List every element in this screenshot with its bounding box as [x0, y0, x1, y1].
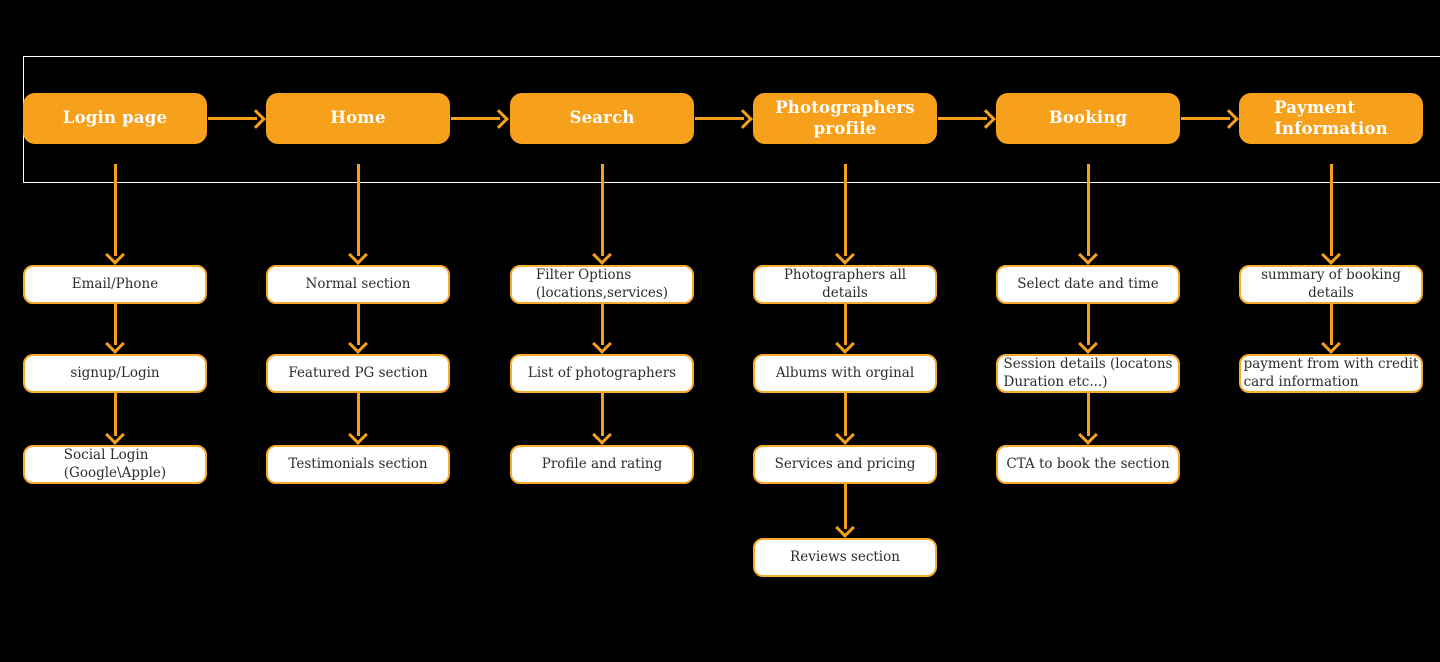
node-photographers-all-details[interactable]: Photographers all details	[753, 265, 937, 304]
arrow-signup-login-to-social-login	[113, 393, 117, 436]
node-payment-information[interactable]: Payment Information	[1239, 93, 1423, 144]
node-photographers-profile[interactable]: Photographers profile	[753, 93, 937, 144]
arrow-photographers-profile-to-booking	[938, 117, 987, 120]
node-email-phone[interactable]: Email/Phone	[23, 265, 207, 304]
arrow-home-to-search	[451, 117, 500, 120]
arrow-normal-to-featured-pg	[356, 304, 360, 345]
arrow-profile-to-all-details	[843, 164, 847, 256]
node-home[interactable]: Home	[266, 93, 450, 144]
arrow-booking-to-select-date-time	[1086, 164, 1090, 256]
node-session-details[interactable]: Session details (locatons Duration etc..…	[996, 354, 1180, 393]
arrow-login-to-home	[208, 117, 257, 120]
arrow-session-details-to-cta	[1086, 393, 1090, 436]
node-search[interactable]: Search	[510, 93, 694, 144]
node-services-and-pricing[interactable]: Services and pricing	[753, 445, 937, 484]
arrow-booking-to-payment-information	[1181, 117, 1230, 120]
arrow-summary-to-payment-form	[1329, 304, 1333, 345]
arrow-search-to-photographers-profile	[695, 117, 744, 120]
node-profile-and-rating[interactable]: Profile and rating	[510, 445, 694, 484]
node-social-login[interactable]: Social Login (Google\Apple)	[23, 445, 207, 484]
arrow-home-to-normal-section	[356, 164, 360, 256]
arrow-payment-info-to-summary	[1329, 164, 1333, 256]
node-login-page[interactable]: Login page	[23, 93, 207, 144]
arrow-list-to-profile-rating	[600, 393, 604, 436]
arrow-login-to-email-phone	[113, 164, 117, 256]
arrow-featured-pg-to-testimonials	[356, 393, 360, 436]
node-filter-options[interactable]: Filter Options (locations,services)	[510, 265, 694, 304]
arrow-services-pricing-to-reviews	[843, 484, 847, 529]
node-summary-booking-details[interactable]: summary of booking details	[1239, 265, 1423, 304]
node-signup-login[interactable]: signup/Login	[23, 354, 207, 393]
arrow-email-phone-to-signup-login	[113, 304, 117, 345]
node-booking[interactable]: Booking	[996, 93, 1180, 144]
node-list-of-photographers[interactable]: List of photographers	[510, 354, 694, 393]
node-select-date-and-time[interactable]: Select date and time	[996, 265, 1180, 304]
node-normal-section[interactable]: Normal section	[266, 265, 450, 304]
node-payment-form-credit-card[interactable]: payment from with credit card informatio…	[1239, 354, 1423, 393]
node-reviews-section[interactable]: Reviews section	[753, 538, 937, 577]
arrow-filter-options-to-list	[600, 304, 604, 345]
arrow-search-to-filter-options	[600, 164, 604, 256]
node-featured-pg-section[interactable]: Featured PG section	[266, 354, 450, 393]
node-testimonials-section[interactable]: Testimonials section	[266, 445, 450, 484]
node-cta-book-section[interactable]: CTA to book the section	[996, 445, 1180, 484]
arrow-all-details-to-albums	[843, 304, 847, 345]
arrow-select-date-to-session-details	[1086, 304, 1090, 345]
node-albums-with-original[interactable]: Albums with orginal	[753, 354, 937, 393]
arrow-albums-to-services-pricing	[843, 393, 847, 436]
